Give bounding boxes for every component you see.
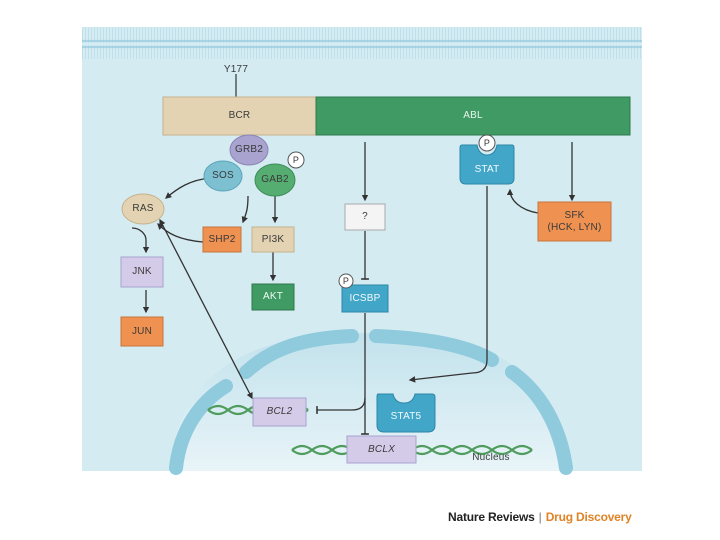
shp2-node bbox=[202, 226, 242, 253]
credit-title: Drug Discovery bbox=[545, 510, 632, 524]
label-icsbp: ICSBP bbox=[349, 292, 381, 304]
label-p-icsbp: P bbox=[342, 275, 350, 286]
abl-block bbox=[315, 96, 631, 136]
connectors bbox=[131, 142, 576, 435]
journal-credit: Nature Reviews | Drug Discovery bbox=[448, 509, 648, 525]
label-abl: ABL bbox=[463, 110, 483, 121]
sfk-node bbox=[537, 201, 612, 242]
label-shp2: SHP2 bbox=[208, 233, 236, 245]
label-sfk: SFK (HCK, LYN) bbox=[547, 210, 602, 233]
ras-node bbox=[121, 193, 165, 225]
label-pi3k: PI3K bbox=[261, 233, 285, 245]
pi3k-node bbox=[251, 226, 295, 253]
label-bcr: BCR bbox=[228, 110, 251, 121]
stat5-node bbox=[376, 393, 436, 433]
label-sos: SOS bbox=[212, 170, 234, 181]
cell-membrane bbox=[82, 27, 642, 59]
label-bcl2: BCL2 bbox=[266, 406, 293, 417]
gab2-phospho bbox=[287, 151, 305, 169]
icsbp-node bbox=[341, 284, 389, 313]
label-y177: Y177 bbox=[223, 64, 249, 75]
stat-phospho bbox=[478, 134, 496, 152]
grb2-node bbox=[229, 134, 269, 166]
sos-node bbox=[203, 160, 243, 192]
label-bclx: BCLX bbox=[368, 443, 395, 455]
label-p-stat: P bbox=[483, 137, 491, 148]
nucleus bbox=[169, 329, 573, 475]
bclx-node bbox=[346, 435, 417, 464]
label-unknown: ? bbox=[362, 211, 368, 222]
label-nucleus: Nucleus bbox=[472, 452, 510, 463]
label-gab2: GAB2 bbox=[261, 174, 289, 185]
label-p-gab2: P bbox=[292, 154, 300, 165]
unknown-node bbox=[344, 203, 386, 231]
label-jun: JUN bbox=[131, 325, 153, 337]
stat-node bbox=[459, 144, 515, 185]
label-jnk: JNK bbox=[132, 266, 152, 277]
icsbp-phospho bbox=[338, 273, 354, 289]
jun-node bbox=[120, 316, 164, 347]
label-akt: AKT bbox=[262, 291, 284, 302]
jnk-node bbox=[120, 256, 164, 288]
credit-journal: Nature Reviews bbox=[448, 510, 535, 524]
label-ras: RAS bbox=[132, 203, 154, 214]
label-grb2: GRB2 bbox=[234, 144, 264, 155]
gab2-node bbox=[254, 163, 296, 197]
label-stat: STAT bbox=[474, 164, 500, 175]
credit-separator: | bbox=[538, 510, 542, 524]
akt-node bbox=[251, 283, 295, 311]
label-stat5: STAT5 bbox=[390, 411, 422, 422]
bcl2-node bbox=[252, 397, 307, 427]
